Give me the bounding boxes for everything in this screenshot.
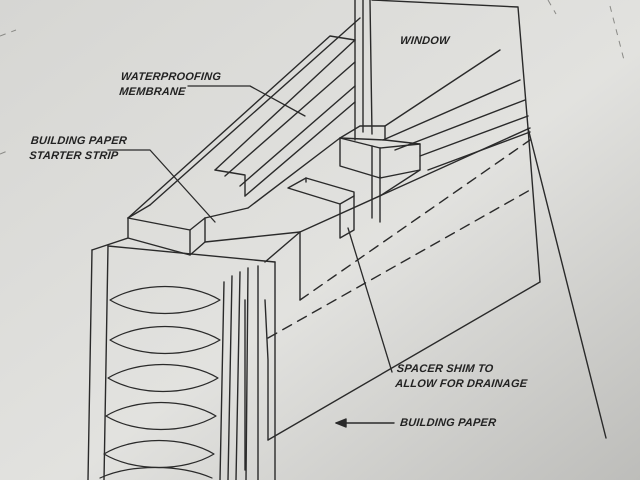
siding-lap-lines <box>379 49 531 197</box>
wall-right-edge <box>527 127 607 439</box>
leader-waterproofing <box>187 85 306 117</box>
batt-insulation <box>99 286 221 479</box>
leader-lines <box>107 85 393 373</box>
label-spacer-line2: ALLOW FOR DRAINAGE <box>394 378 528 390</box>
wall-body <box>87 237 276 480</box>
starter-strip-block <box>127 207 301 256</box>
label-waterproofing-membrane: WATERPROOFING MEMBRANE <box>118 70 222 100</box>
building-paper-sheet <box>244 127 541 471</box>
label-spacer-line1: SPACER SHIM TO <box>396 363 494 375</box>
label-waterproofing-line2: MEMBRANE <box>118 86 187 98</box>
label-spacer-shim: SPACER SHIM TO ALLOW FOR DRAINAGE <box>394 362 529 392</box>
leader-spacer-shim <box>347 227 393 373</box>
building-paper-dashed-lines <box>267 139 531 339</box>
building-paper-arrow <box>335 418 395 428</box>
label-waterproofing-line1: WATERPROOFING <box>120 71 222 83</box>
top-plate <box>127 17 361 219</box>
label-building-paper-starter-strip: BUILDING PAPER STARTER STRIP <box>28 134 128 164</box>
label-window: WINDOW <box>399 35 451 47</box>
spacer-shim <box>287 177 355 239</box>
page-guide-marks <box>0 0 625 155</box>
label-building-paper: BUILDING PAPER <box>399 417 497 429</box>
label-starter-line2: STARTER STRIP <box>28 150 119 162</box>
leader-starter-strip <box>107 149 216 223</box>
label-starter-line1: BUILDING PAPER <box>30 135 128 147</box>
